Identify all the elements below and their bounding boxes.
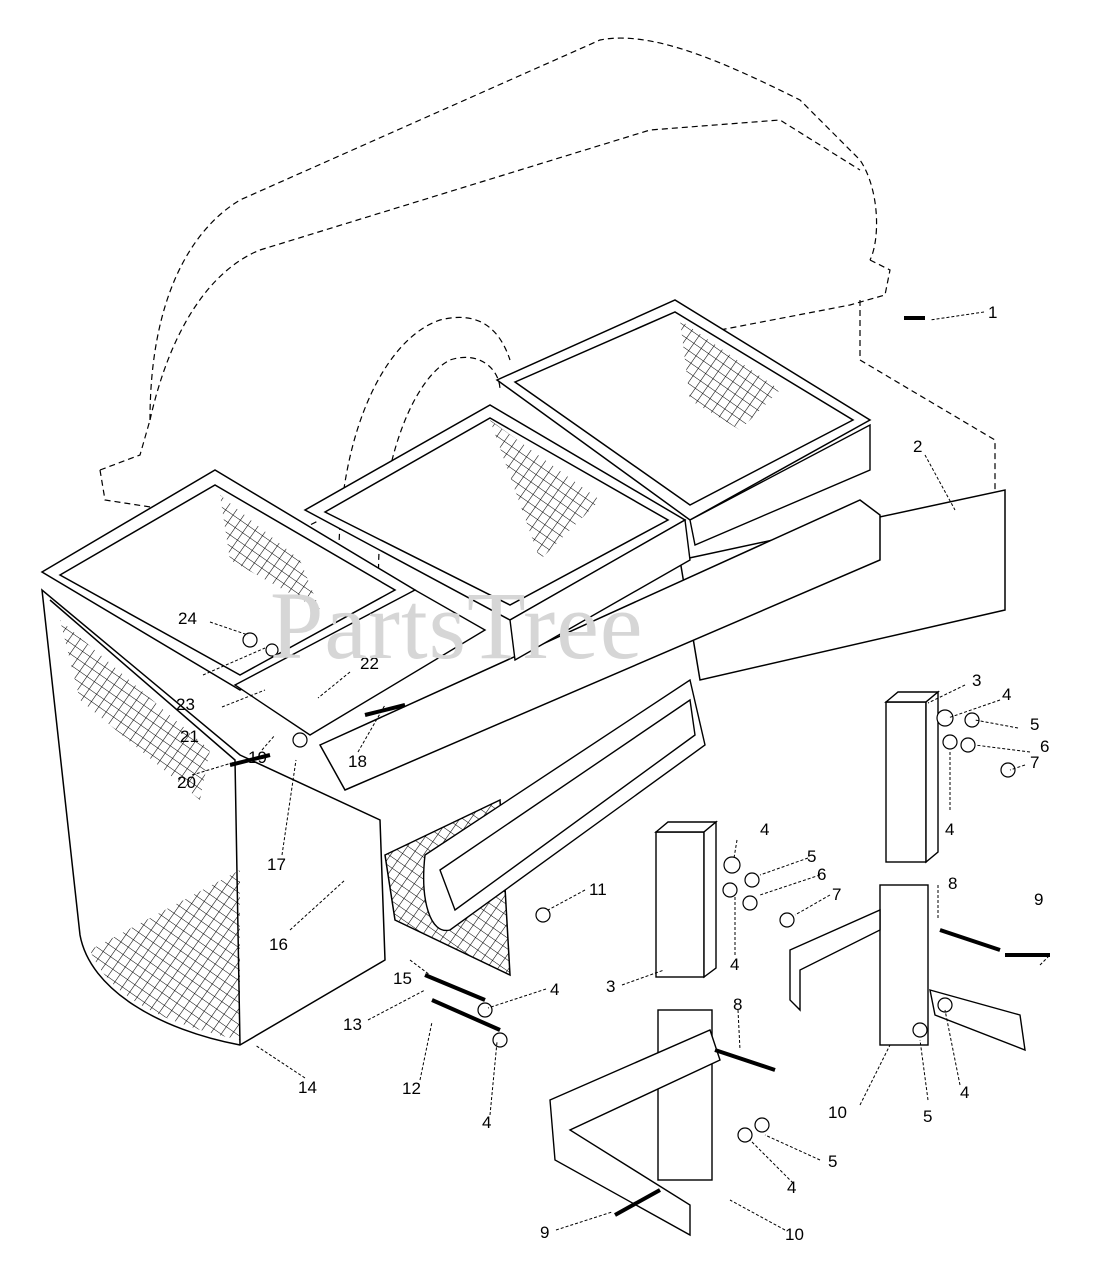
callout-4: 4 — [1002, 685, 1011, 704]
callout-21: 21 — [180, 727, 199, 746]
callout-13: 13 — [343, 1015, 362, 1034]
callout-5: 5 — [828, 1152, 837, 1171]
callouts: 1 2 3 3 4 4 4 4 4 4 4 4 5 5 5 5 6 6 7 7 … — [176, 303, 1049, 1244]
grass-bag-left — [40, 469, 417, 1046]
callout-20: 20 — [177, 773, 196, 792]
callout-4: 4 — [730, 955, 739, 974]
leader-lines — [191, 311, 1051, 1231]
bag-rails — [233, 423, 871, 736]
callout-4: 4 — [760, 820, 769, 839]
callout-4: 4 — [960, 1083, 969, 1102]
callout-6: 6 — [1040, 737, 1049, 756]
callout-8: 8 — [733, 995, 742, 1014]
callout-1: 1 — [988, 303, 997, 322]
callout-7: 7 — [1030, 753, 1039, 772]
callout-2: 2 — [913, 437, 922, 456]
callout-14: 14 — [298, 1078, 317, 1097]
callout-9: 9 — [1034, 890, 1043, 909]
callout-10: 10 — [785, 1225, 804, 1244]
callout-4: 4 — [482, 1113, 491, 1132]
grass-bag-right — [495, 299, 872, 521]
callout-19: 19 — [248, 748, 267, 767]
callout-3: 3 — [606, 977, 615, 996]
tow-bracket-left — [549, 820, 721, 1237]
callout-12: 12 — [402, 1079, 421, 1098]
callout-22: 22 — [360, 654, 379, 673]
mounting-bar — [318, 489, 1006, 791]
callout-10: 10 — [828, 1103, 847, 1122]
callout-9: 9 — [540, 1223, 549, 1242]
hardware — [229, 316, 1050, 1217]
callout-23: 23 — [176, 695, 195, 714]
callout-4: 4 — [550, 980, 559, 999]
callout-8: 8 — [948, 874, 957, 893]
callout-5: 5 — [807, 847, 816, 866]
callout-16: 16 — [269, 935, 288, 954]
callout-6: 6 — [817, 865, 826, 884]
callout-11: 11 — [589, 880, 607, 899]
front-bracket — [423, 678, 706, 932]
tow-bracket-right — [789, 690, 1026, 1052]
callout-17: 17 — [267, 855, 286, 874]
callout-4: 4 — [945, 820, 954, 839]
callout-5: 5 — [1030, 715, 1039, 734]
callout-4: 4 — [787, 1178, 796, 1197]
callout-3: 3 — [972, 671, 981, 690]
callout-18: 18 — [348, 752, 367, 771]
callout-5: 5 — [923, 1107, 932, 1126]
callout-15: 15 — [393, 969, 412, 988]
callout-24: 24 — [178, 609, 197, 628]
callout-7: 7 — [832, 885, 841, 904]
